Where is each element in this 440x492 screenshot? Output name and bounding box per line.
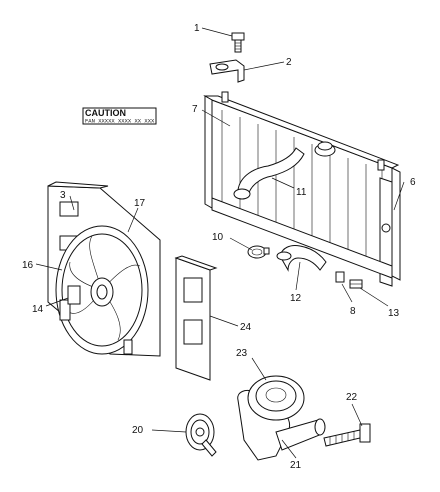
- part-housing-bolt: [323, 423, 371, 447]
- callout-8: 8: [350, 306, 356, 317]
- part-lower-hose: [276, 245, 327, 272]
- callout-3: 3: [60, 190, 66, 201]
- caution-text: FAN XXXXX XXXX XX XXX: [85, 118, 155, 125]
- caution-label: CAUTION FAN XXXXX XXXX XX XXX: [82, 107, 157, 125]
- part-side-seal: [174, 255, 218, 381]
- part-radiator-cap: [247, 375, 305, 421]
- callout-13: 13: [388, 308, 400, 319]
- leader-lines: [35, 27, 405, 459]
- part-upper-hose: [233, 147, 305, 200]
- part-upper-bracket: [209, 59, 245, 83]
- part-hose-clamp: [247, 245, 270, 259]
- callout-6: 6: [410, 177, 416, 188]
- callout-1: 1: [194, 23, 200, 34]
- callout-22: 22: [346, 392, 358, 403]
- callout-12: 12: [290, 293, 302, 304]
- callout-20: 20: [132, 425, 144, 436]
- callout-7: 7: [192, 104, 198, 115]
- part-grommet: [67, 285, 81, 305]
- part-cooling-fan: [55, 225, 149, 355]
- callout-16: 16: [22, 260, 34, 271]
- callout-24: 24: [240, 322, 252, 333]
- callout-10: 10: [212, 232, 224, 243]
- part-radiator: [203, 91, 401, 287]
- callout-2: 2: [286, 57, 292, 68]
- caution-title: CAUTION: [85, 108, 126, 118]
- callout-11: 11: [296, 187, 307, 198]
- callouts: 1 2 3 6 7 8 10 11 12 13 14 16 17 20 21 2…: [22, 23, 416, 471]
- part-thermostat: [185, 413, 217, 457]
- callout-14: 14: [32, 304, 44, 315]
- part-bolt-top: [231, 32, 245, 53]
- callout-23: 23: [236, 348, 248, 359]
- callout-17: 17: [134, 198, 146, 209]
- callout-21: 21: [290, 460, 302, 471]
- part-lower-mount: [335, 271, 363, 289]
